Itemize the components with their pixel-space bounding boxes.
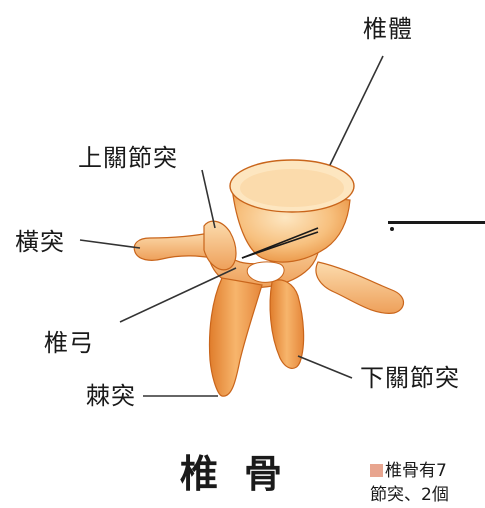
- leader-inferior-articular: [298, 356, 352, 378]
- superior-articular-process-shape: [204, 221, 236, 270]
- vertebral-foramen: [247, 262, 284, 282]
- left-transverse-process: [134, 232, 215, 260]
- leader-superior-articular: [202, 170, 215, 228]
- label-transverse-process: 橫突: [15, 228, 65, 256]
- horizontal-bar: [388, 221, 485, 224]
- bullet-square-icon: [370, 464, 383, 477]
- label-vertebral-arch: 椎弓: [44, 329, 94, 357]
- label-inferior-articular-process: 下關節突: [360, 364, 460, 392]
- diagram-title: 椎骨: [180, 452, 308, 496]
- leader-transverse: [80, 240, 140, 248]
- label-superior-articular-process: 上關節突: [78, 144, 178, 172]
- label-vertebral-body: 椎體: [363, 15, 413, 43]
- spinous-process-shape: [210, 278, 263, 396]
- note-line-2: 節突、2個: [370, 483, 485, 507]
- note-line-1: 椎骨有7: [385, 461, 447, 481]
- caption-note: 椎骨有7 節突、2個: [370, 459, 485, 508]
- label-spinous-process: 棘突: [86, 382, 136, 410]
- leader-vertebral-body: [330, 56, 383, 165]
- inferior-articular-process-shape: [270, 280, 304, 368]
- right-transverse-process: [316, 262, 404, 313]
